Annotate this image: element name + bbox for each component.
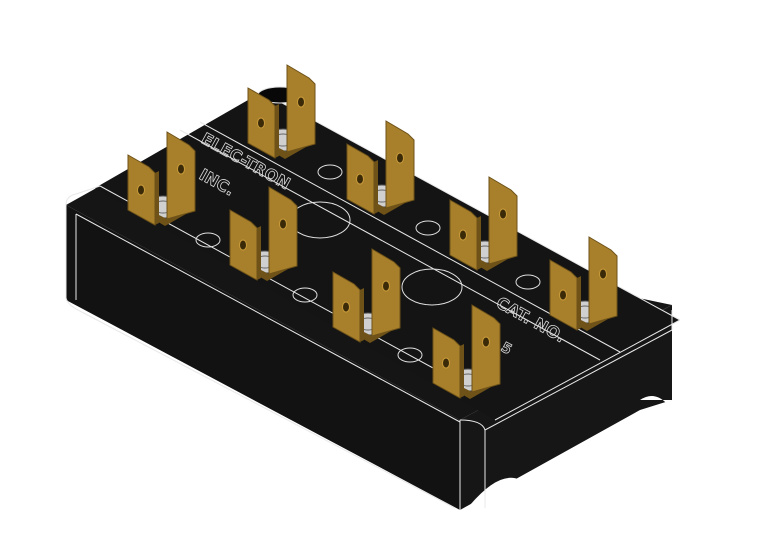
tab-edge: [374, 160, 378, 214]
tab-edge: [477, 216, 481, 270]
block-top-deck: [95, 92, 680, 420]
hole: [292, 287, 318, 303]
quick-connect-terminal: [449, 176, 518, 271]
tab-hole: [257, 117, 265, 129]
quick-connect-terminal: [346, 120, 415, 215]
tab-hole: [482, 336, 490, 348]
quick-connect-terminal: [127, 131, 196, 226]
quick-connect-terminal: [549, 236, 618, 331]
tab-hole: [297, 96, 305, 108]
tab-edge: [360, 288, 364, 342]
tab-edge: [257, 226, 261, 280]
tab-hole: [137, 184, 145, 196]
quick-connect-terminal: [229, 186, 298, 281]
tab-hole: [599, 268, 607, 280]
hole: [515, 274, 541, 290]
tab-hole: [279, 218, 287, 230]
hole: [397, 347, 423, 363]
block-front-face: [66, 205, 460, 510]
terminal-tab-rear: [286, 64, 316, 153]
block-body: ELEC-TRON INC. CAT. NO. 5: [65, 86, 681, 510]
hole: [195, 232, 221, 248]
terminal-tab-rear: [471, 304, 501, 393]
terminal-tab-rear: [268, 186, 298, 275]
terminal-tab-rear: [588, 236, 618, 325]
tab-hole: [382, 280, 390, 292]
tab-hole: [239, 239, 247, 251]
tab-hole: [342, 301, 350, 313]
terminals: [127, 64, 618, 399]
hole: [401, 268, 463, 306]
bottom-arch-corner: [640, 396, 672, 405]
hole: [415, 220, 441, 236]
tab-edge: [275, 104, 279, 158]
tab-edge: [577, 276, 581, 330]
tab-edge: [460, 344, 464, 398]
terminal-tab-rear: [488, 176, 518, 265]
tab-hole: [442, 357, 450, 369]
bottom-arch-right: [470, 477, 520, 505]
tab-hole: [559, 289, 567, 301]
tab-hole: [499, 208, 507, 220]
hole: [317, 164, 343, 180]
quick-connect-terminal: [247, 64, 316, 159]
tab-hole: [396, 152, 404, 164]
tab-edge: [155, 171, 159, 225]
tab-hole: [177, 163, 185, 175]
block-right-face: [460, 305, 672, 510]
terminal-tab-rear: [166, 131, 196, 220]
quick-connect-terminal: [332, 248, 401, 343]
terminal-tab-rear: [371, 248, 401, 337]
tab-hole: [356, 173, 364, 185]
quick-connect-terminal: [432, 304, 501, 399]
terminal-tab-rear: [385, 120, 415, 209]
tab-hole: [459, 229, 467, 241]
